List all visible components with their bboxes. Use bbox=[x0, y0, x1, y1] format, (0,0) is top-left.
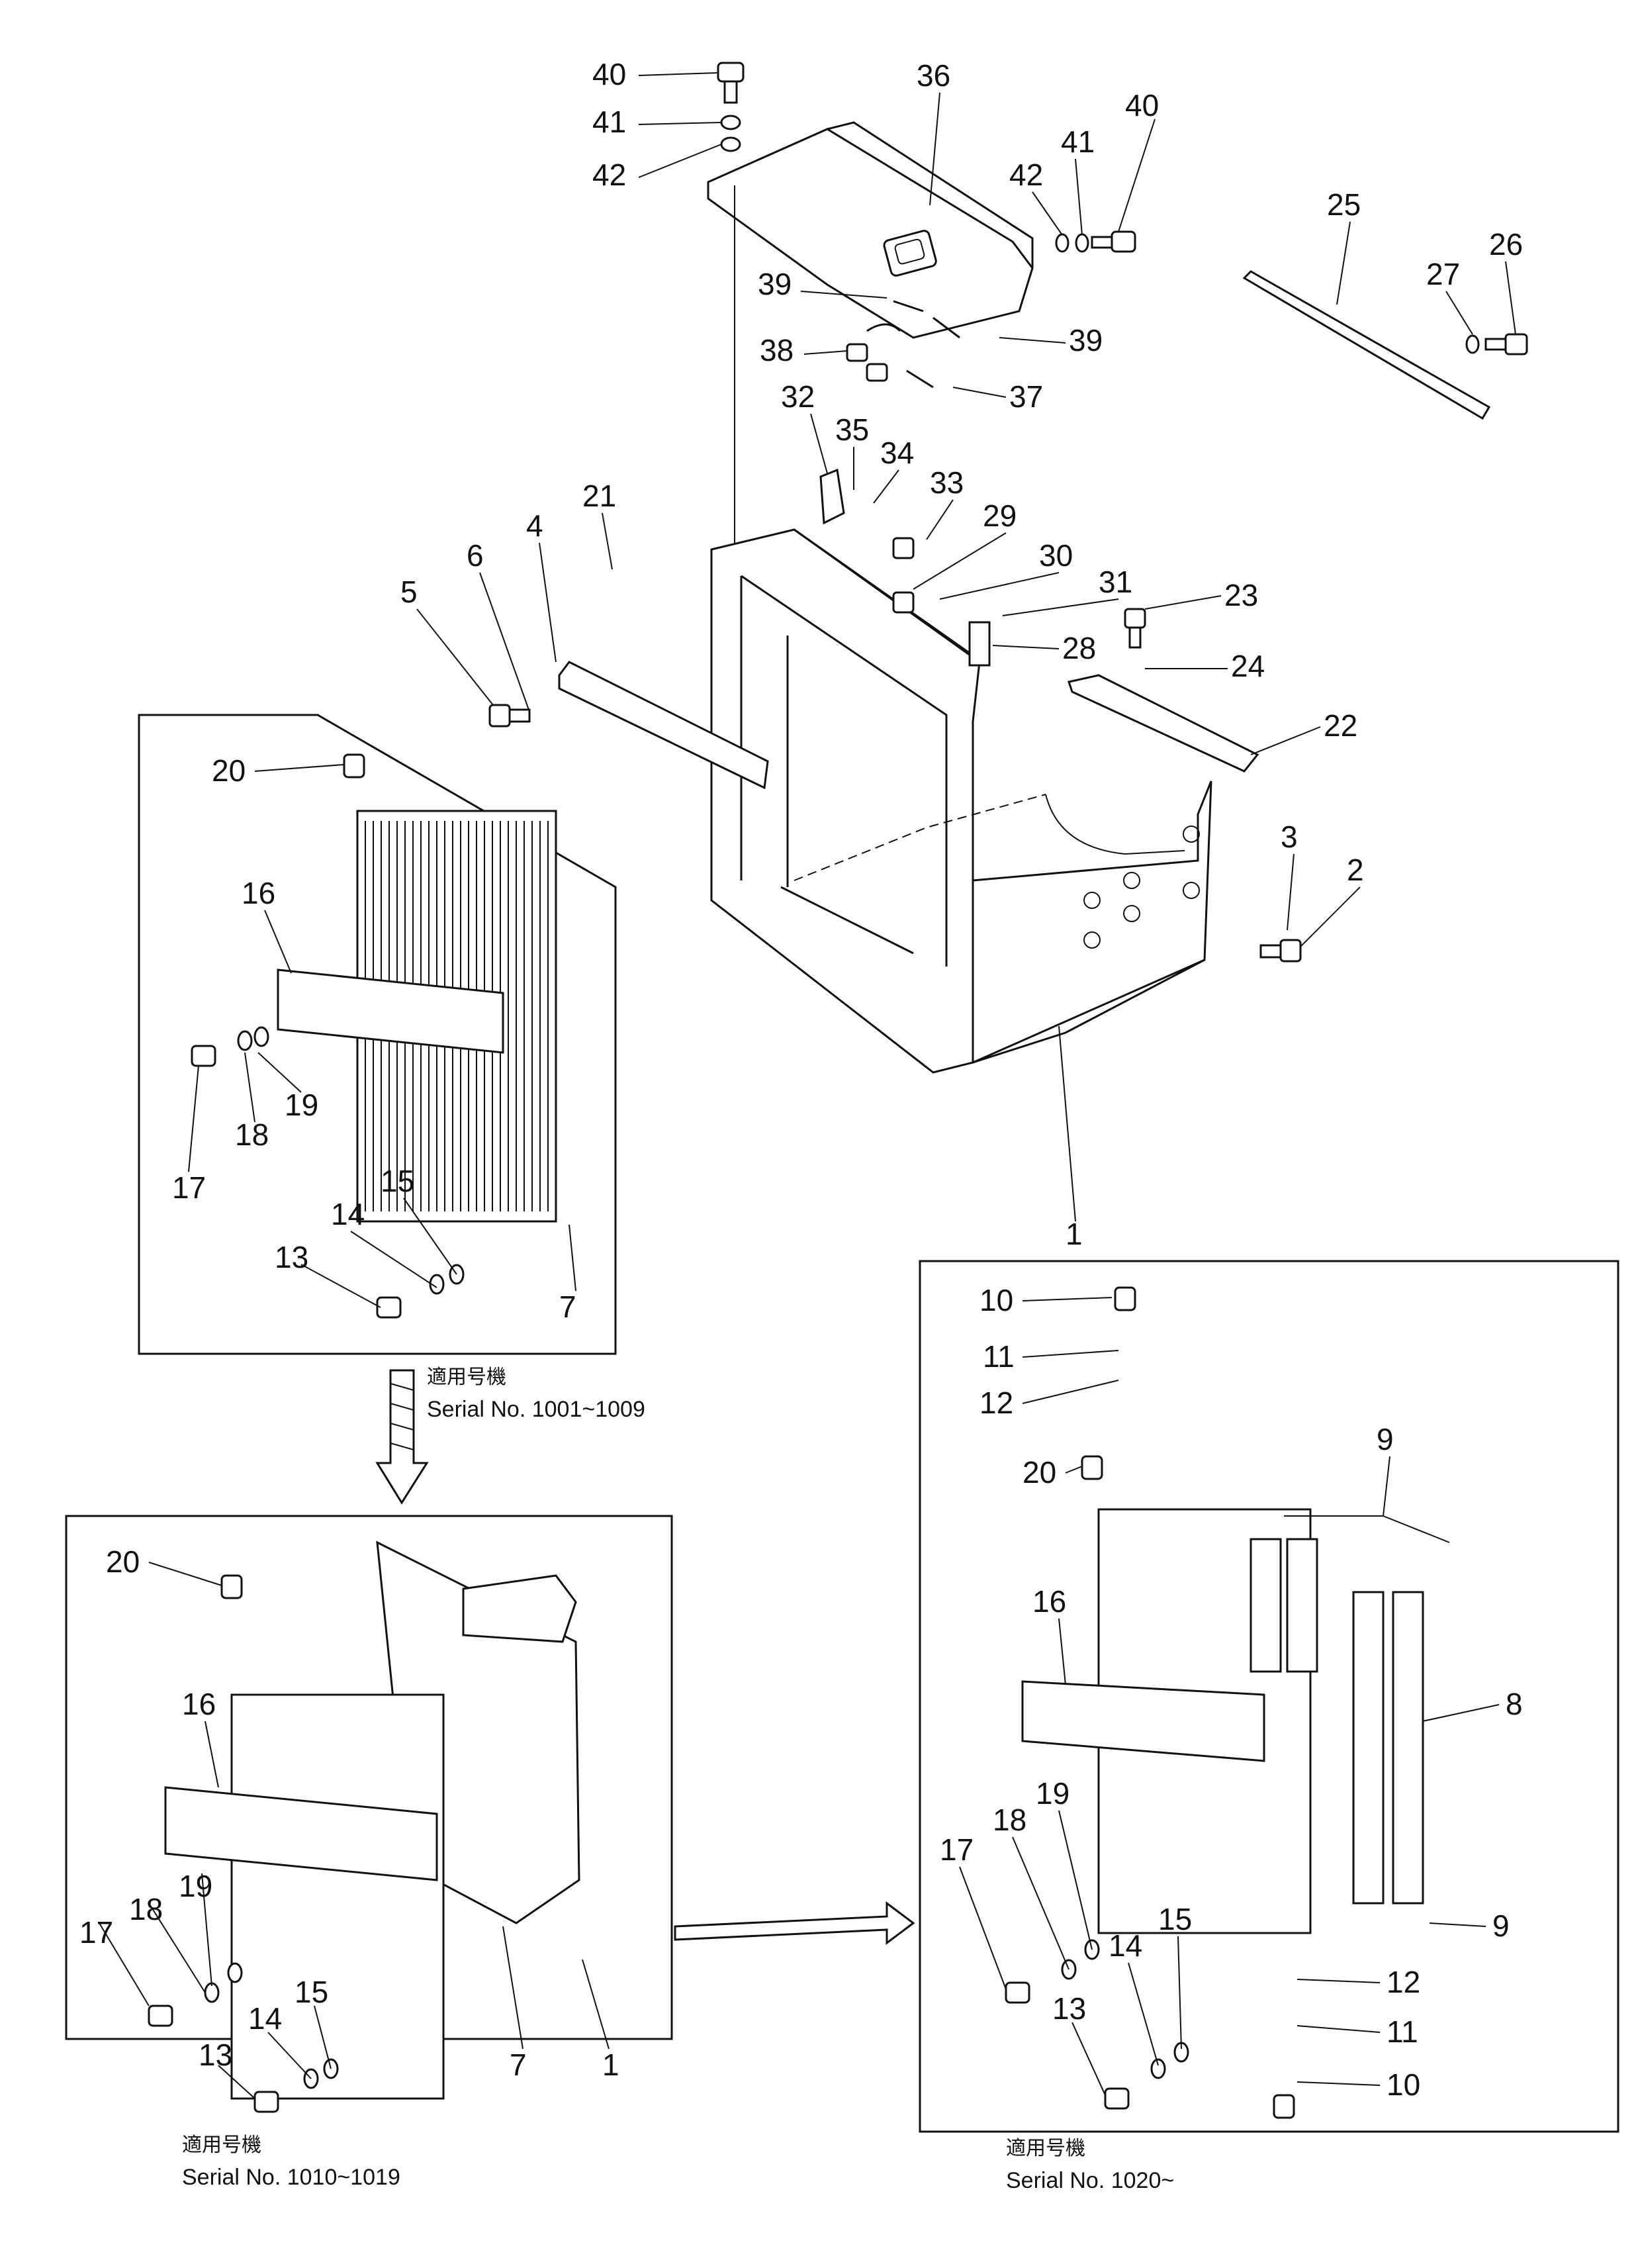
callout-16: 16 bbox=[242, 876, 275, 910]
callout-1: 1 bbox=[602, 2048, 619, 2082]
callout-10: 10 bbox=[1387, 2067, 1420, 2102]
callout-41: 41 bbox=[1061, 124, 1095, 159]
caption-box1-serial: Serial No. 1001~1009 bbox=[427, 1397, 645, 1422]
caption-box2-jp: 適用号機 bbox=[182, 2134, 261, 2157]
callout-10: 10 bbox=[979, 1283, 1013, 1317]
callout-32: 32 bbox=[781, 379, 815, 414]
callout-1: 1 bbox=[1066, 1217, 1083, 1251]
callout-41: 41 bbox=[592, 105, 626, 139]
callout-12: 12 bbox=[979, 1386, 1013, 1420]
callout-26: 26 bbox=[1489, 227, 1523, 261]
callout-17: 17 bbox=[940, 1832, 974, 1867]
arrow-right-icon bbox=[674, 1901, 915, 1945]
caption-box2-serial: Serial No. 1010~1019 bbox=[182, 2165, 400, 2190]
callout-9: 9 bbox=[1492, 1909, 1510, 1943]
caption-box3-jp: 適用号機 bbox=[1006, 2137, 1085, 2160]
callout-14: 14 bbox=[248, 2001, 282, 2036]
callout-25: 25 bbox=[1327, 187, 1361, 222]
callout-16: 16 bbox=[182, 1687, 216, 1721]
callout-14: 14 bbox=[331, 1197, 365, 1231]
callout-39: 39 bbox=[1069, 323, 1103, 357]
callout-18: 18 bbox=[993, 1803, 1026, 1837]
callout-14: 14 bbox=[1109, 1928, 1142, 1963]
detail-box-1 bbox=[138, 714, 617, 1355]
callout-30: 30 bbox=[1039, 538, 1073, 573]
callout-21: 21 bbox=[582, 479, 616, 513]
callout-3: 3 bbox=[1281, 820, 1298, 854]
callout-18: 18 bbox=[129, 1892, 163, 1926]
callout-15: 15 bbox=[295, 1975, 328, 2009]
callout-19: 19 bbox=[1036, 1776, 1069, 1811]
callout-23: 23 bbox=[1224, 578, 1258, 612]
callout-33: 33 bbox=[930, 465, 964, 500]
callout-40: 40 bbox=[592, 57, 626, 91]
callout-18: 18 bbox=[235, 1117, 269, 1152]
callouts: 40 41 42 36 40 41 42 25 26 27 39 39 38 3… bbox=[79, 57, 1523, 2102]
callout-12: 12 bbox=[1387, 1965, 1420, 1999]
callout-17: 17 bbox=[79, 1915, 113, 1950]
callout-28: 28 bbox=[1062, 631, 1096, 665]
callout-15: 15 bbox=[381, 1164, 414, 1198]
callout-37: 37 bbox=[1009, 379, 1043, 414]
leader-lines bbox=[99, 72, 1516, 2099]
callout-19: 19 bbox=[285, 1088, 318, 1122]
callout-39: 39 bbox=[758, 267, 792, 301]
callout-2: 2 bbox=[1347, 853, 1364, 887]
detail-box-3 bbox=[919, 1260, 1619, 2133]
callout-9: 9 bbox=[1377, 1422, 1394, 1456]
callout-20: 20 bbox=[106, 1544, 140, 1579]
callout-13: 13 bbox=[275, 1240, 308, 1274]
callout-42: 42 bbox=[592, 158, 626, 192]
caption-box1-jp: 適用号機 bbox=[427, 1366, 506, 1389]
callout-5: 5 bbox=[400, 575, 418, 609]
callout-11: 11 bbox=[983, 1339, 1015, 1374]
callout-24: 24 bbox=[1231, 649, 1265, 683]
callout-15: 15 bbox=[1158, 1902, 1192, 1936]
callout-29: 29 bbox=[983, 498, 1017, 533]
callout-34: 34 bbox=[880, 436, 914, 470]
callout-17: 17 bbox=[172, 1170, 206, 1205]
callout-13: 13 bbox=[199, 2038, 232, 2072]
callout-22: 22 bbox=[1324, 708, 1357, 743]
detail-box-2 bbox=[65, 1515, 673, 2113]
callout-8: 8 bbox=[1506, 1687, 1523, 1721]
callout-4: 4 bbox=[526, 508, 543, 543]
callout-38: 38 bbox=[760, 333, 794, 367]
callout-6: 6 bbox=[467, 538, 484, 573]
callout-35: 35 bbox=[835, 412, 869, 447]
callout-16: 16 bbox=[1032, 1584, 1066, 1619]
callout-40: 40 bbox=[1125, 88, 1159, 122]
callout-7: 7 bbox=[510, 2048, 527, 2082]
callout-20: 20 bbox=[212, 753, 246, 788]
callout-19: 19 bbox=[179, 1869, 212, 1903]
captions: 適用号機 Serial No. 1001~1009 適用号機 Serial No… bbox=[182, 1366, 1174, 2193]
callout-11: 11 bbox=[1387, 2014, 1418, 2049]
callout-7: 7 bbox=[559, 1290, 576, 1324]
callout-31: 31 bbox=[1099, 565, 1132, 599]
callout-27: 27 bbox=[1426, 257, 1460, 291]
callout-42: 42 bbox=[1009, 158, 1043, 192]
callout-36: 36 bbox=[917, 58, 950, 93]
caption-box3-serial: Serial No. 1020~ bbox=[1006, 2168, 1174, 2193]
top-cover-assembly bbox=[707, 62, 1136, 553]
arrow-down-icon bbox=[375, 1369, 429, 1505]
radiator-frame bbox=[488, 468, 1302, 1074]
callout-13: 13 bbox=[1052, 1991, 1086, 2026]
callout-20: 20 bbox=[1023, 1455, 1056, 1489]
stay-bar bbox=[1242, 270, 1528, 420]
